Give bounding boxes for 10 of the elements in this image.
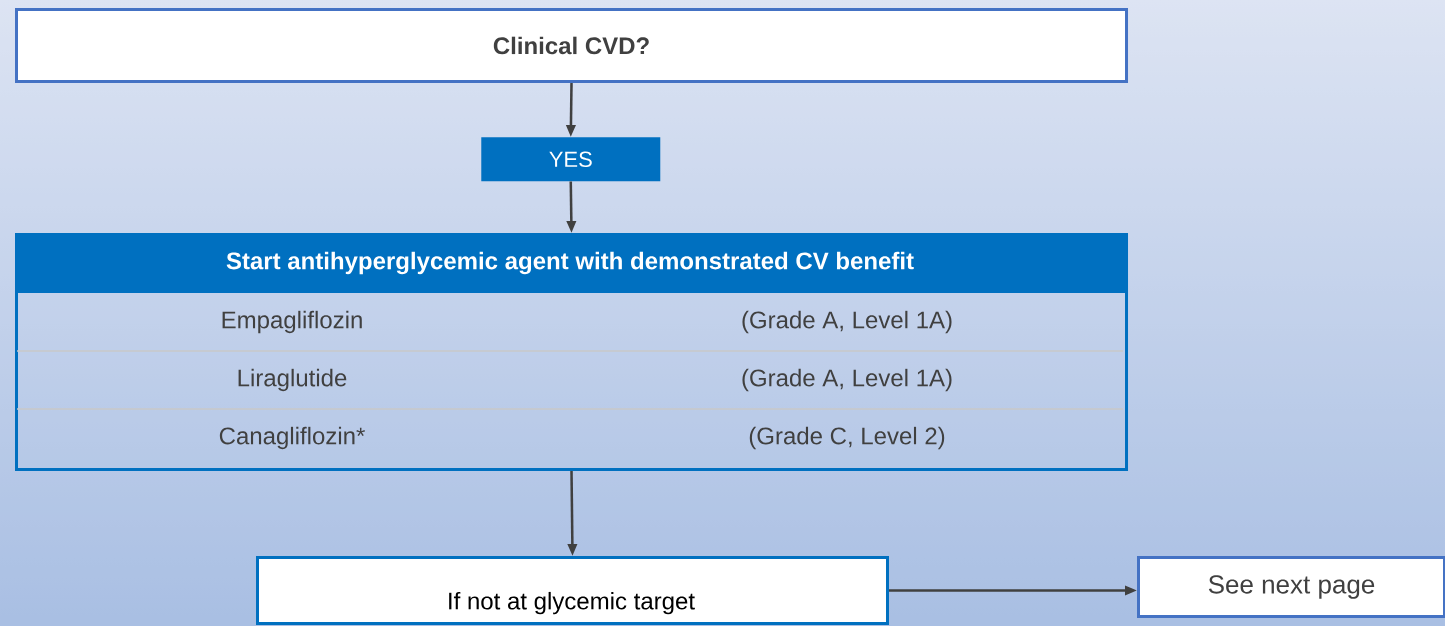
table-cell: (Grade A, Level 1A) bbox=[742, 368, 952, 392]
table-cell: Empagliflozin bbox=[222, 310, 362, 334]
process-box: Clinical CVD? bbox=[15, 8, 1128, 83]
table-cell: Canagliflozin* bbox=[219, 426, 365, 450]
process-box: See next page bbox=[1137, 556, 1445, 618]
table-cell: (Grade C, Level 2) bbox=[749, 426, 945, 450]
process-box: If not at glycemic target bbox=[256, 556, 889, 625]
answer-box: YES bbox=[481, 137, 661, 182]
table-cell: (Grade A, Level 1A) bbox=[742, 310, 952, 334]
table-cell: Liraglutide bbox=[238, 368, 347, 392]
